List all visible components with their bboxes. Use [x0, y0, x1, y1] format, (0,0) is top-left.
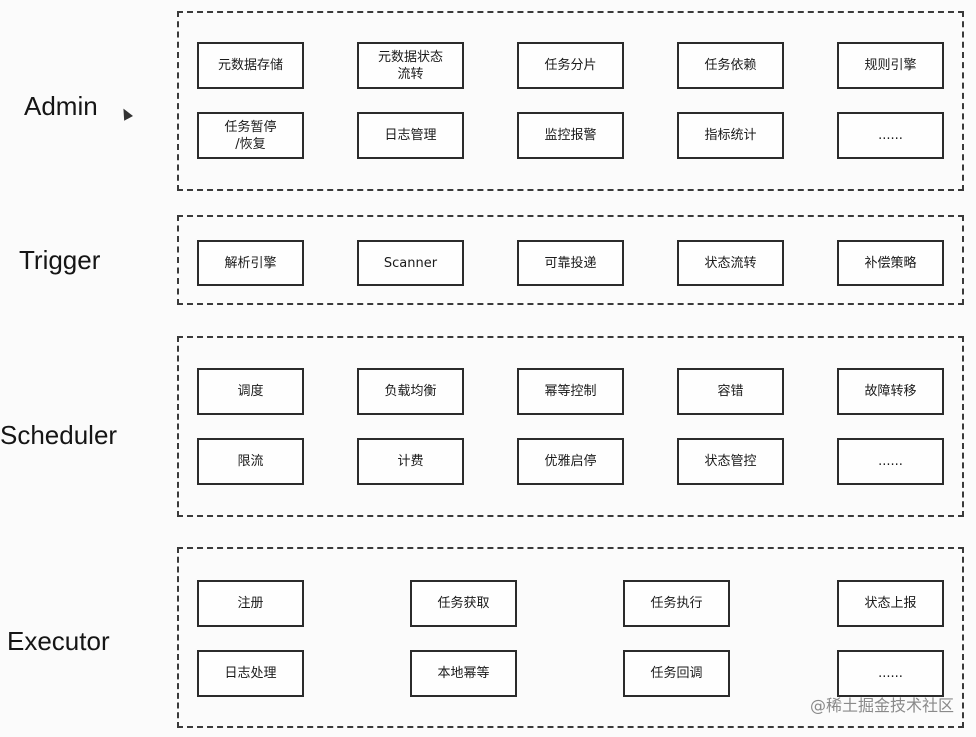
layer-label-executor: Executor: [7, 626, 110, 656]
executor-layer: [177, 547, 964, 728]
admin-box: ......: [837, 112, 944, 159]
layer-label-trigger: Trigger: [19, 245, 101, 275]
admin-box: 规则引擎: [837, 42, 944, 89]
scheduler-box: 计费: [357, 438, 464, 485]
admin-box: 监控报警: [517, 112, 624, 159]
executor-box: 状态上报: [837, 580, 944, 627]
admin-box: 任务暂停 /恢复: [197, 112, 304, 159]
admin-box: 元数据存储: [197, 42, 304, 89]
trigger-box: 可靠投递: [517, 240, 624, 286]
trigger-box: Scanner: [357, 240, 464, 286]
scheduler-box: 幂等控制: [517, 368, 624, 415]
scheduler-box: 故障转移: [837, 368, 944, 415]
layer-label-scheduler: Scheduler: [0, 420, 118, 450]
watermark: @稀土掘金技术社区: [809, 696, 954, 715]
scheduler-box: 优雅启停: [517, 438, 624, 485]
scheduler-box: 限流: [197, 438, 304, 485]
trigger-box: 状态流转: [677, 240, 784, 286]
executor-box: ......: [837, 650, 944, 697]
trigger-layer: [177, 215, 964, 305]
admin-layer: [177, 11, 964, 191]
admin-box: 任务分片: [517, 42, 624, 89]
executor-box: 本地幂等: [410, 650, 517, 697]
executor-box: 任务回调: [623, 650, 730, 697]
scheduler-box: 调度: [197, 368, 304, 415]
admin-box: 任务依赖: [677, 42, 784, 89]
executor-box: 任务执行: [623, 580, 730, 627]
executor-box: 日志处理: [197, 650, 304, 697]
scheduler-box: 容错: [677, 368, 784, 415]
trigger-box: 解析引擎: [197, 240, 304, 286]
admin-box: 日志管理: [357, 112, 464, 159]
mouse-cursor-icon: [119, 106, 133, 121]
executor-box: 任务获取: [410, 580, 517, 627]
scheduler-layer: [177, 336, 964, 517]
executor-box: 注册: [197, 580, 304, 627]
trigger-box: 补偿策略: [837, 240, 944, 286]
scheduler-box: 状态管控: [677, 438, 784, 485]
admin-box: 元数据状态 流转: [357, 42, 464, 89]
admin-box: 指标统计: [677, 112, 784, 159]
scheduler-box: 负载均衡: [357, 368, 464, 415]
layer-label-admin: Admin: [24, 91, 98, 121]
scheduler-box: ......: [837, 438, 944, 485]
